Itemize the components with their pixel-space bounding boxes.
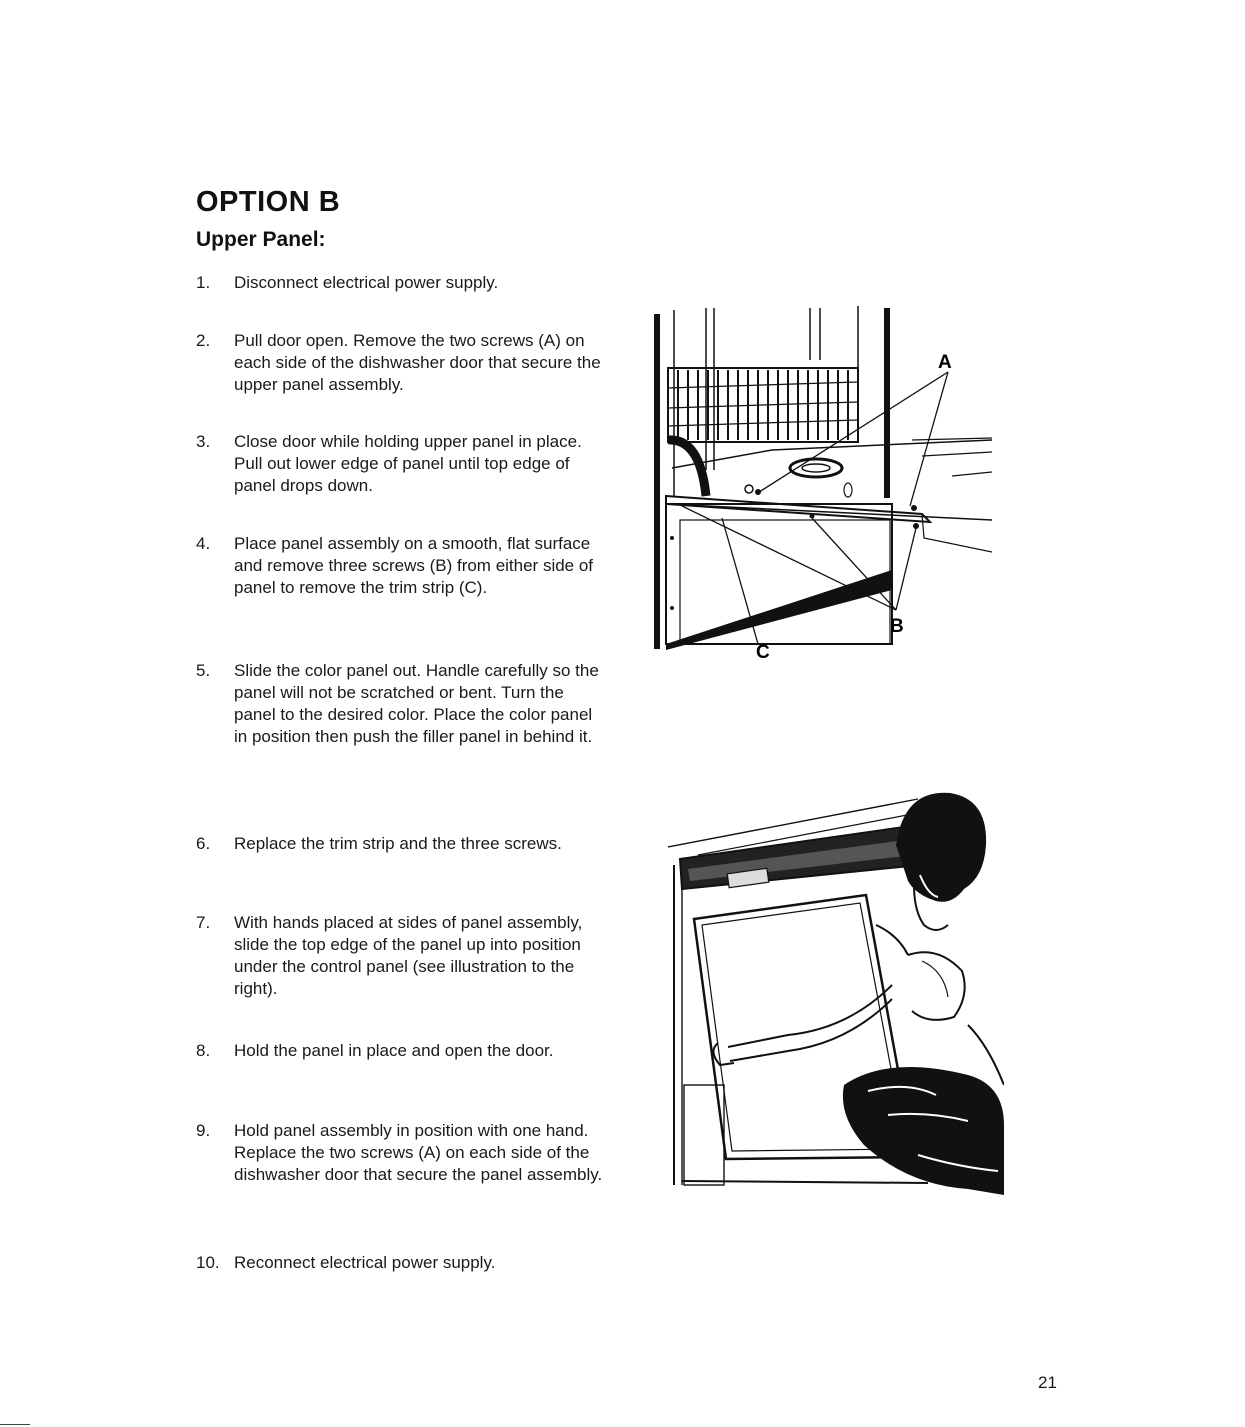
step-1: 1. Disconnect electrical power supply.: [196, 272, 606, 294]
step-text: Hold panel assembly in position with one…: [234, 1121, 603, 1184]
callout-c-label: C: [756, 642, 770, 660]
step-7: 7. With hands placed at sides of panel a…: [196, 912, 606, 1000]
step-10: 10. Reconnect electrical power supply.: [196, 1252, 606, 1274]
section-title: Upper Panel:: [196, 228, 326, 251]
corner-rule: [0, 1424, 30, 1425]
page-title: OPTION B: [196, 186, 341, 218]
callout-a-label: A: [938, 352, 952, 373]
step-number: 7.: [196, 913, 211, 932]
step-5: 5. Slide the color panel out. Handle car…: [196, 660, 606, 748]
step-3: 3. Close door while holding upper panel …: [196, 431, 606, 497]
step-text: Replace the trim strip and the three scr…: [234, 834, 562, 853]
step-text: Hold the panel in place and open the doo…: [234, 1041, 554, 1060]
step-2: 2. Pull door open. Remove the two screws…: [196, 330, 606, 396]
callout-b-label: B: [890, 616, 904, 637]
step-4: 4. Place panel assembly on a smooth, fla…: [196, 533, 606, 599]
step-number: 4.: [196, 534, 211, 553]
step-number: 6.: [196, 834, 211, 853]
step-8: 8. Hold the panel in place and open the …: [196, 1040, 606, 1062]
step-text: Place panel assembly on a smooth, flat s…: [234, 534, 594, 597]
step-number: 2.: [196, 331, 211, 350]
step-text: With hands placed at sides of panel asse…: [234, 913, 583, 998]
step-number: 10.: [196, 1253, 220, 1272]
step-text: Slide the color panel out. Handle carefu…: [234, 661, 599, 746]
step-text: Close door while holding upper panel in …: [234, 432, 582, 495]
step-number: 8.: [196, 1041, 211, 1060]
panel-install-drawing: [667, 792, 1005, 1195]
step-9: 9. Hold panel assembly in position with …: [196, 1120, 606, 1186]
step-text: Pull door open. Remove the two screws (A…: [234, 331, 601, 394]
panel-screws-drawing: A B C: [654, 306, 993, 663]
step-number: 1.: [196, 273, 211, 292]
step-text: Reconnect electrical power supply.: [234, 1253, 496, 1272]
step-6: 6. Replace the trim strip and the three …: [196, 833, 606, 855]
step-number: 3.: [196, 432, 211, 451]
panel-install-illustration: [667, 785, 1005, 1195]
step-number: 9.: [196, 1121, 211, 1140]
step-number: 5.: [196, 661, 211, 680]
page-number: 21: [1038, 1373, 1057, 1392]
panel-screws-illustration: A B C: [652, 300, 993, 663]
step-text: Disconnect electrical power supply.: [234, 273, 499, 292]
